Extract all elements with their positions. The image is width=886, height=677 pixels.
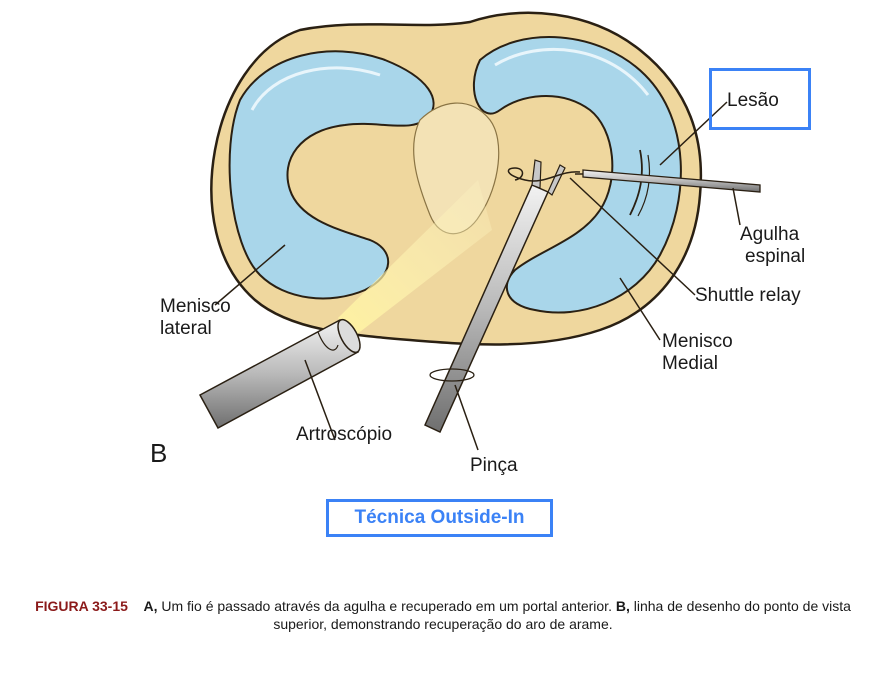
figure-caption: FIGURA 33-15 A, Um fio é passado através… [30,597,856,633]
label-shuttle-relay: Shuttle relay [695,285,801,306]
lesion-highlight-box [709,68,811,130]
label-needle-line2: espinal [745,246,806,267]
leader-lines [214,101,741,451]
lateral-meniscus [228,50,435,300]
medial-meniscus-inner-line [494,47,650,96]
label-lesion: Lesão [727,90,779,111]
meniscal-tear-edge [637,154,651,217]
technique-title-box: Técnica Outside-In [326,499,553,537]
label-lateral-line1: Menisco [160,296,231,317]
label-lateral-line2: lateral [160,318,212,339]
label-needle-line1: Agulha [740,224,800,245]
label-arthroscope: Artroscópio [296,424,393,445]
caption-part-b-text: linha de desenho do ponto de vista super… [273,598,851,632]
medial-meniscus [472,36,682,314]
caption-part-a-label: A, [143,598,158,614]
label-medial-line1: Menisco [662,331,733,352]
caption-part-a-text: Um fio é passado através da agulha e rec… [161,598,612,614]
label-forceps: Pinça [470,455,518,476]
caption-figure-label: FIGURA 33-15 [35,598,128,614]
shuttle-relay-wire [507,167,581,182]
panel-letter: B [150,438,168,468]
caption-part-b-label: B, [615,598,630,614]
label-medial-line2: Medial [662,353,718,374]
arthroscope [198,318,361,430]
meniscal-tear [629,149,643,216]
arthroscope-light-beam [338,180,492,338]
technique-title: Técnica Outside-In [354,507,525,528]
lateral-meniscus-inner-line [250,66,381,111]
spinal-needle [575,169,761,193]
